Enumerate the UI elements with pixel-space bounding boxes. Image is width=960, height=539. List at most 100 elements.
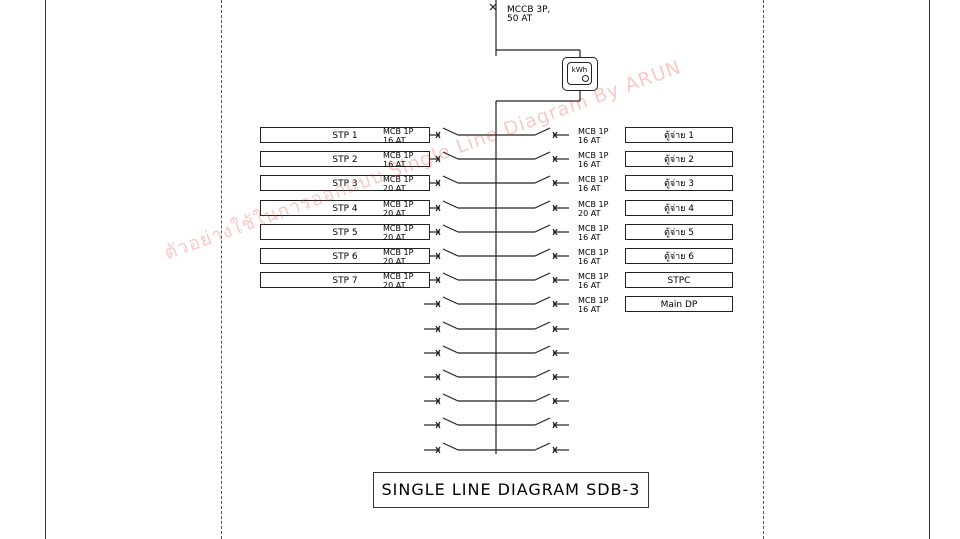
breaker-label-left: MCB 1P 20 AT — [383, 272, 414, 290]
right-breaker-cross — [552, 325, 558, 333]
right-breaker-blade — [534, 272, 551, 281]
right-breaker-cross — [552, 349, 558, 357]
right-breaker-blade — [534, 442, 551, 451]
right-breaker-blade — [534, 296, 551, 305]
left-breaker-cross — [435, 397, 441, 405]
right-breaker-blade — [534, 224, 551, 233]
right-breaker-blade — [534, 175, 551, 184]
left-breaker-cross — [435, 300, 441, 308]
breaker-label-left: MCB 1P 16 AT — [383, 151, 414, 169]
left-breaker-cross — [435, 179, 441, 187]
load-box-right: Main DP — [625, 296, 733, 312]
main-breaker-label: MCCB 3P, 50 AT — [507, 6, 550, 24]
right-breaker-cross — [552, 204, 558, 212]
left-breaker-blade — [442, 321, 459, 330]
load-box-right: ตู้จ่าย 1 — [625, 127, 733, 143]
left-breaker-blade — [442, 393, 459, 402]
right-breaker-blade — [534, 248, 551, 257]
left-breaker-cross — [435, 228, 441, 236]
left-breaker-blade — [442, 296, 459, 305]
breaker-label-right: MCB 1P 16 AT — [578, 224, 609, 242]
right-breaker-cross — [552, 131, 558, 139]
kwh-meter-face: kWh — [567, 62, 592, 85]
right-breaker-cross — [552, 179, 558, 187]
left-breaker-blade — [442, 369, 459, 378]
right-breaker-blade — [534, 369, 551, 378]
right-breaker-cross — [552, 300, 558, 308]
right-breaker-cross — [552, 421, 558, 429]
right-breaker-cross — [552, 373, 558, 381]
right-breaker-blade — [534, 127, 551, 136]
load-box-right: ตู้จ่าย 2 — [625, 151, 733, 167]
breaker-label-right: MCB 1P 16 AT — [578, 248, 609, 266]
left-breaker-blade — [442, 175, 459, 184]
left-breaker-cross — [435, 421, 441, 429]
left-breaker-blade — [442, 127, 459, 136]
breaker-label-left: MCB 1P 20 AT — [383, 224, 414, 242]
right-breaker-blade — [534, 200, 551, 209]
breaker-label-right: MCB 1P 16 AT — [578, 127, 609, 145]
left-breaker-blade — [442, 224, 459, 233]
left-breaker-cross — [435, 155, 441, 163]
left-breaker-blade — [442, 151, 459, 160]
load-box-right: ตู้จ่าย 3 — [625, 175, 733, 191]
main-breaker-rating: 50 AT — [507, 14, 533, 24]
diagram-title: SINGLE LINE DIAGRAM SDB-3 — [373, 472, 649, 508]
left-breaker-cross — [435, 131, 441, 139]
breaker-label-left: MCB 1P 16 AT — [383, 127, 414, 145]
left-breaker-cross — [435, 373, 441, 381]
left-breaker-cross — [435, 252, 441, 260]
breaker-label-right: MCB 1P 20 AT — [578, 200, 609, 218]
left-breaker-blade — [442, 345, 459, 354]
left-breaker-blade — [442, 248, 459, 257]
right-breaker-blade — [534, 393, 551, 402]
kwh-meter-label: kWh — [571, 66, 588, 74]
main-breaker-cross-b — [489, 3, 497, 11]
left-breaker-cross — [435, 325, 441, 333]
left-breaker-cross — [435, 446, 441, 454]
breaker-label-left: MCB 1P 20 AT — [383, 248, 414, 266]
kwh-meter-icon: kWh — [562, 57, 598, 91]
breaker-label-right: MCB 1P 16 AT — [578, 151, 609, 169]
breaker-label-right: MCB 1P 16 AT — [578, 175, 609, 193]
left-breaker-blade — [442, 272, 459, 281]
left-breaker-cross — [435, 276, 441, 284]
left-breaker-blade — [442, 417, 459, 426]
sheet-border-right — [929, 0, 930, 539]
right-breaker-blade — [534, 321, 551, 330]
right-breaker-cross — [552, 446, 558, 454]
right-breaker-blade — [534, 417, 551, 426]
left-breaker-blade — [442, 200, 459, 209]
load-box-left: STP 1 — [260, 127, 430, 143]
right-breaker-cross — [552, 276, 558, 284]
load-box-left: STP 3 — [260, 175, 430, 191]
left-breaker-cross — [435, 204, 441, 212]
left-breaker-cross — [435, 349, 441, 357]
breaker-label-right: MCB 1P 16 AT — [578, 272, 609, 290]
right-breaker-cross — [552, 397, 558, 405]
breaker-label-left: MCB 1P 20 AT — [383, 175, 414, 193]
meter-dial-icon — [582, 75, 589, 82]
load-box-left: STP 4 — [260, 200, 430, 216]
frame-dashed-left — [221, 0, 222, 539]
load-box-right: STPC — [625, 272, 733, 288]
load-box-right: ตู้จ่าย 6 — [625, 248, 733, 264]
left-breaker-blade — [442, 442, 459, 451]
right-breaker-cross — [552, 228, 558, 236]
load-box-left: STP 5 — [260, 224, 430, 240]
right-breaker-blade — [534, 345, 551, 354]
right-breaker-cross — [552, 155, 558, 163]
load-box-left: STP 7 — [260, 272, 430, 288]
main-breaker-type: MCCB 3P, — [507, 5, 551, 15]
sheet-border-left — [45, 0, 46, 539]
load-box-right: ตู้จ่าย 5 — [625, 224, 733, 240]
right-breaker-cross — [552, 252, 558, 260]
load-box-left: STP 6 — [260, 248, 430, 264]
right-breaker-blade — [534, 151, 551, 160]
breaker-label-right: MCB 1P 16 AT — [578, 296, 609, 314]
load-box-left: STP 2 — [260, 151, 430, 167]
frame-dashed-right — [763, 0, 764, 539]
load-box-right: ตู้จ่าย 4 — [625, 200, 733, 216]
